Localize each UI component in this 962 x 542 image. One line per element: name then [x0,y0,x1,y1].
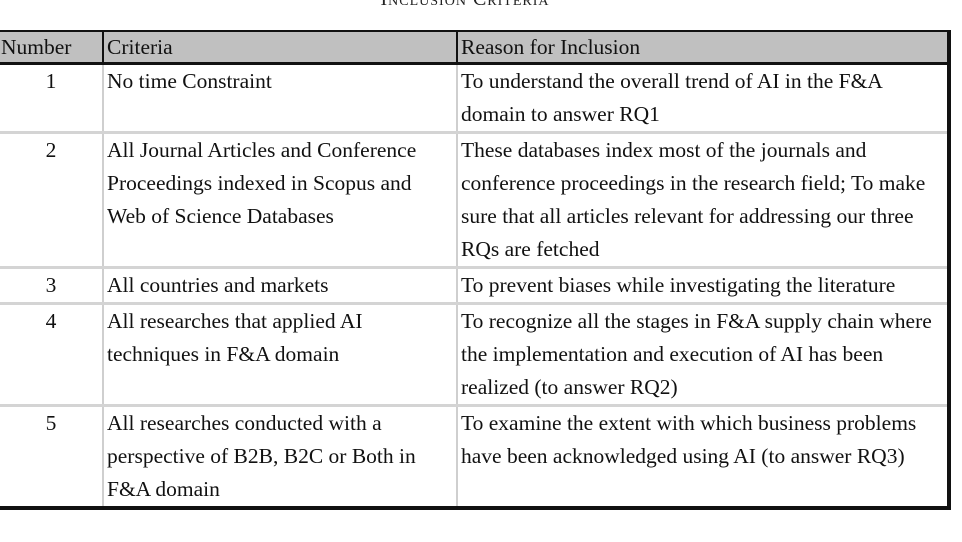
table-row: 4 All researches that applied AI techniq… [0,303,951,407]
cell-criteria: All researches conducted with a perspect… [102,405,457,510]
table-row: 3 All countries and markets To prevent b… [0,267,951,305]
cell-criteria: All Journal Articles and Conference Proc… [102,132,457,269]
header-row: Number Criteria Reason for Inclusion [0,30,951,65]
cell-reason: To prevent biases while investigating th… [456,267,951,305]
header-reason: Reason for Inclusion [456,30,951,65]
cell-number: 2 [0,132,103,269]
cell-criteria: All countries and markets [102,267,457,305]
table-title: Inclusion Criteria [0,0,930,11]
cell-number: 3 [0,267,103,305]
table-row: 1 No time Constraint To understand the o… [0,63,951,134]
inclusion-criteria-table: Number Criteria Reason for Inclusion 1 N… [0,30,951,510]
cell-number: 1 [0,63,103,134]
table-row: 2 All Journal Articles and Conference Pr… [0,132,951,269]
cell-criteria: All researches that applied AI technique… [102,303,457,407]
header-criteria: Criteria [102,30,457,65]
header-number: Number [0,30,103,65]
cell-criteria: No time Constraint [102,63,457,134]
cell-reason: To understand the overall trend of AI in… [456,63,951,134]
cell-reason: To recognize all the stages in F&A suppl… [456,303,951,407]
cell-number: 4 [0,303,103,407]
cell-number: 5 [0,405,103,510]
table-row: 5 All researches conducted with a perspe… [0,405,951,510]
table-header: Number Criteria Reason for Inclusion [0,30,951,65]
cell-reason: To examine the extent with which busines… [456,405,951,510]
cell-reason: These databases index most of the journa… [456,132,951,269]
table-body: 1 No time Constraint To understand the o… [0,63,951,510]
